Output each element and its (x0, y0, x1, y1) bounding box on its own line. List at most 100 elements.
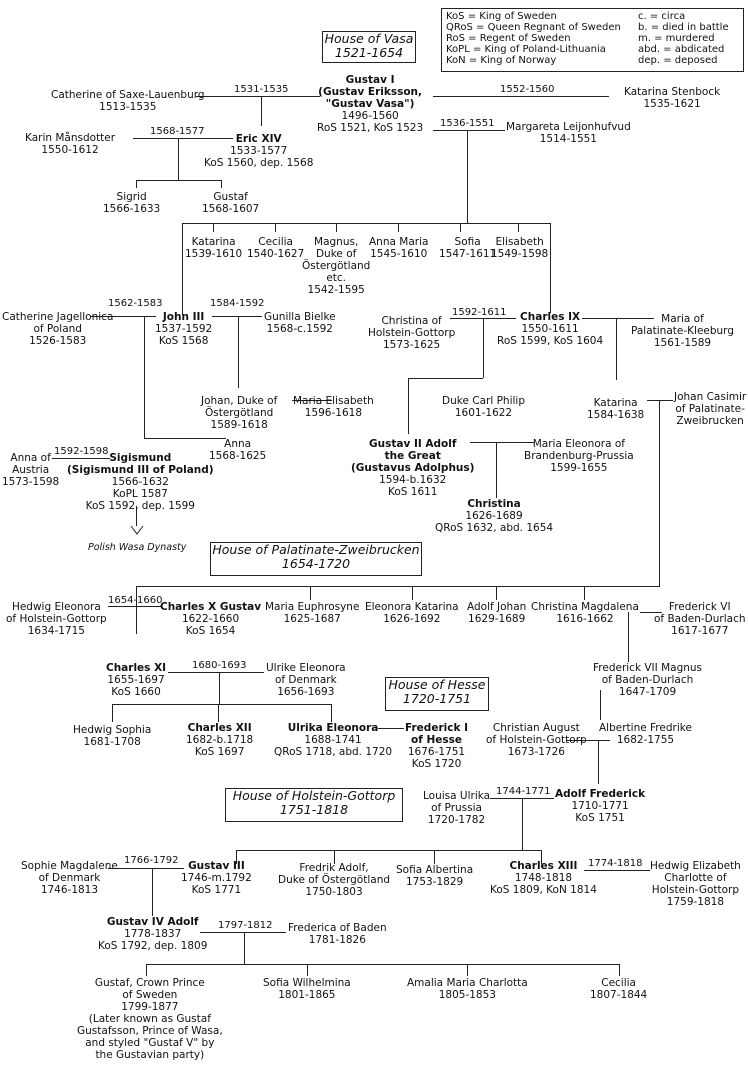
person-name: Charles XIII (509, 860, 578, 872)
person-name: Frederick I (405, 722, 468, 734)
person-detail: 1626-1692 (383, 613, 441, 625)
person-detail: 1540-1627 (247, 248, 305, 260)
person-name: Christian August (492, 722, 580, 734)
legend-item: RoS = Regent of Sweden (446, 33, 571, 44)
person-name: Christina (467, 498, 521, 510)
person-detail: the Gustavian party) (95, 1049, 205, 1061)
house-years: 1751-1818 (279, 802, 349, 817)
person-name: Christina of (381, 315, 442, 327)
person-name: Cecilia (601, 977, 636, 989)
person-detail: Holstein-Gottorp (651, 884, 740, 896)
person-detail: of Poland (33, 323, 82, 335)
person-detail: Östergötland (302, 260, 371, 272)
person-name: Frederick VI (668, 601, 731, 613)
person-detail: Duke of (315, 248, 357, 260)
person-detail: 1568-c.1592 (266, 323, 333, 335)
person-name: Gustaf (213, 191, 248, 203)
person-name: Karin Månsdotter (25, 132, 116, 144)
person-name: Maria Euphrosyne (265, 601, 360, 613)
person-detail: 1594-b.1632 (379, 474, 447, 486)
person-detail: KoS 1660 (111, 686, 161, 698)
person-name: Gustav III (188, 860, 245, 872)
legend-item: dep. = deposed (638, 55, 718, 66)
legend-item: abd. = abdicated (638, 44, 725, 55)
house-years: 1720-1751 (402, 691, 472, 706)
person-detail: of Denmark (274, 674, 337, 686)
person-name: Sofia Wilhelmina (263, 977, 351, 989)
marriage-years: 1774-1818 (588, 858, 643, 869)
person-detail: 1568-1625 (209, 450, 267, 462)
person-detail: (Gustav Eriksson, (318, 86, 423, 98)
person-name: Gustav II Adolf (369, 438, 457, 450)
house-years: 1521-1654 (334, 45, 404, 60)
person-detail: KoS 1771 (191, 884, 242, 896)
person-detail: KoS 1611 (387, 486, 438, 498)
person-detail: KoS 1720 (411, 758, 462, 770)
person-detail: 1688-1741 (304, 734, 362, 746)
person-name: Hedwig Sophia (73, 724, 152, 736)
person-detail: 1807-1844 (590, 989, 648, 1001)
person-detail: 1589-1618 (210, 419, 268, 431)
person-detail: 1799-1877 (121, 1001, 179, 1013)
person-detail: of Baden-Durlach (601, 674, 694, 686)
marriage-years: 1592-1611 (452, 307, 507, 318)
person-detail: of Holstein-Gottorp (6, 613, 107, 625)
person-detail: 1626-1689 (465, 510, 523, 522)
person-detail: 1753-1829 (405, 876, 464, 888)
person-name: Katarina Stenbock (624, 86, 721, 98)
person-name: Charles XII (187, 722, 252, 734)
person-detail: of Denmark (38, 872, 101, 884)
person-detail: (Gustavus Adolphus) (351, 462, 475, 474)
person-detail: 1550-1611 (521, 323, 579, 335)
person-detail: 1601-1622 (454, 407, 513, 419)
person-name: Cecilia (258, 236, 293, 248)
person-detail: 1573-1598 (2, 476, 60, 488)
house-name: House of Hesse (388, 677, 486, 692)
person-name: Charles X Gustav (160, 601, 262, 613)
person-detail: 1805-1853 (438, 989, 496, 1001)
house-vasa-box: House of Vasa 1521-1654 (322, 31, 416, 63)
person-detail: 1634-1715 (27, 625, 85, 637)
person-name: Christina Magdalena (531, 601, 639, 613)
person-detail: 1545-1610 (370, 248, 428, 260)
person-name: Frederica of Baden (288, 922, 387, 934)
person-detail: 1681-1708 (83, 736, 141, 748)
legend-item: c. = circa (638, 11, 686, 22)
person-detail: Holstein-Gottorp (368, 327, 456, 339)
marriage-years: 1766-1792 (124, 855, 179, 866)
person-name: Gustav IV Adolf (106, 916, 199, 928)
person-name: Hedwig Elizabeth (650, 860, 741, 872)
marriage-years: 1584-1592 (210, 298, 265, 309)
person-name: Gustav I (345, 74, 395, 86)
person-detail: 1496-1560 (341, 110, 399, 122)
marriage-years: 1536-1551 (440, 118, 495, 129)
polish-dynasty-note: Polish Wasa Dynasty (88, 542, 187, 553)
person-detail: RoS 1599, KoS 1604 (497, 335, 604, 347)
person-detail: 1616-1662 (556, 613, 614, 625)
house-hesse-box: House of Hesse 1720-1751 (385, 677, 489, 711)
